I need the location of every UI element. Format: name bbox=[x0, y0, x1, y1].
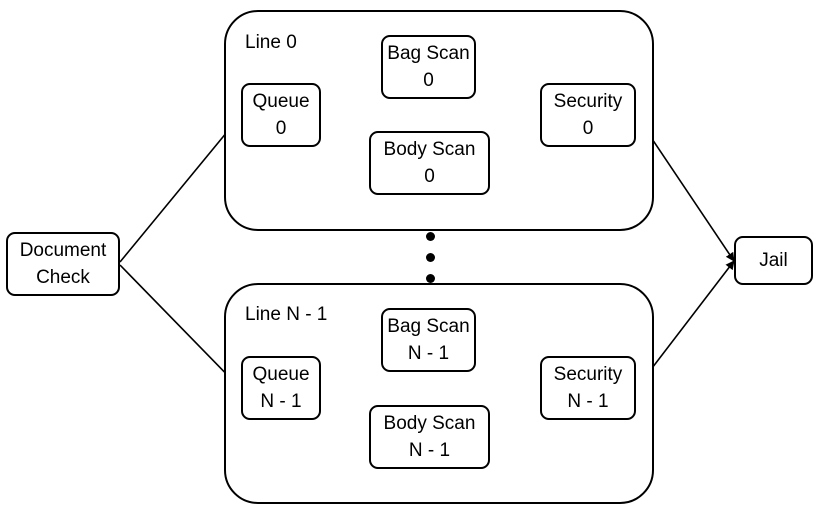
jail-label: Jail bbox=[759, 250, 788, 271]
body-scan-0-index: 0 bbox=[424, 166, 435, 187]
bag-scan-0-title: Bag Scan bbox=[387, 43, 470, 64]
body-scan-n1-title: Body Scan bbox=[383, 413, 476, 434]
queue-n1-node[interactable]: Queue N - 1 bbox=[241, 356, 321, 420]
security-n1-index: N - 1 bbox=[567, 391, 609, 412]
security-0-index: 0 bbox=[582, 118, 594, 139]
body-scan-0-node[interactable]: Body Scan 0 bbox=[369, 131, 490, 195]
line-n1-label: Line N - 1 bbox=[245, 304, 328, 325]
ellipsis-dot-1 bbox=[426, 232, 435, 241]
queue-n1-title: Queue bbox=[252, 364, 310, 385]
bag-scan-n1-index: N - 1 bbox=[407, 343, 450, 364]
bag-scan-0-node[interactable]: Bag Scan 0 bbox=[381, 35, 476, 99]
security-0-node[interactable]: Security 0 bbox=[540, 83, 636, 147]
document-check-label-2: Check bbox=[36, 267, 90, 288]
bag-scan-n1-node[interactable]: Bag Scan N - 1 bbox=[381, 308, 476, 372]
body-scan-n1-node[interactable]: Body Scan N - 1 bbox=[369, 405, 490, 469]
security-n1-node[interactable]: Security N - 1 bbox=[540, 356, 636, 420]
jail-node[interactable]: Jail bbox=[734, 236, 813, 285]
edge-doccheck-queue0 bbox=[119, 114, 242, 263]
document-check-node[interactable]: Document Check bbox=[6, 232, 120, 296]
ellipsis-dot-2 bbox=[426, 253, 435, 262]
security-n1-title: Security bbox=[553, 364, 623, 385]
body-scan-0-title: Body Scan bbox=[383, 139, 476, 160]
queue-0-index: 0 bbox=[275, 118, 287, 139]
edge-doccheck-queuen1 bbox=[119, 264, 242, 390]
line-0-label: Line 0 bbox=[245, 32, 297, 53]
queue-0-node[interactable]: Queue 0 bbox=[241, 83, 321, 147]
bag-scan-0-index: 0 bbox=[423, 70, 434, 91]
body-scan-n1-index: N - 1 bbox=[408, 440, 451, 461]
ellipsis-dot-3 bbox=[426, 274, 435, 283]
security-0-title: Security bbox=[553, 91, 623, 112]
queue-n1-index: N - 1 bbox=[260, 391, 302, 412]
queue-0-title: Queue bbox=[252, 91, 310, 112]
document-check-label-1: Document bbox=[19, 240, 107, 261]
bag-scan-n1-title: Bag Scan bbox=[387, 316, 470, 337]
